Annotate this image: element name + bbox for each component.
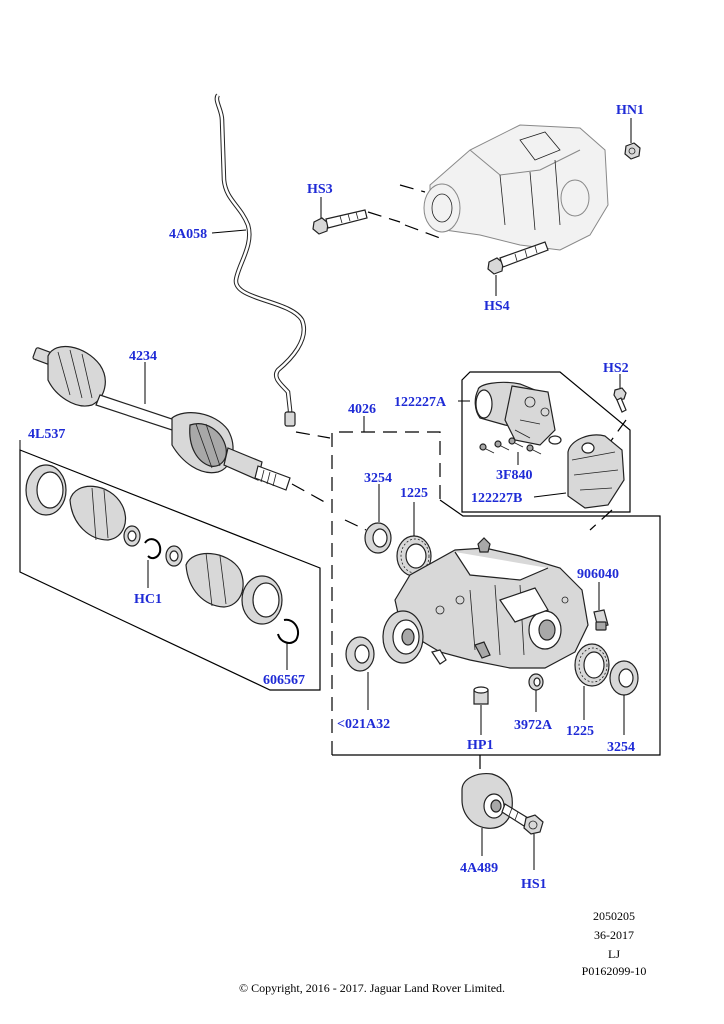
boot-kit-parts [25, 464, 300, 644]
seal-3254-top [364, 522, 392, 554]
seal-021a32 [345, 636, 375, 672]
reference-block: 2050205 36-2017 LJ P0162099-10 [582, 909, 647, 978]
halfshaft-4234 [32, 345, 291, 491]
plug-hp1 [473, 686, 489, 705]
label-1225-top[interactable]: 1225 [400, 486, 428, 501]
sensor-906040 [593, 609, 609, 631]
mount-4a489 [461, 773, 513, 829]
hn1-nut [624, 142, 641, 160]
label-4026[interactable]: 4026 [348, 402, 376, 417]
reference-line-2: 36-2017 [594, 928, 634, 942]
label-122227a[interactable]: 122227A [394, 395, 447, 410]
seal-3254-bottom [609, 660, 639, 696]
boot-kit-box [19, 449, 321, 691]
differential-housing [382, 537, 589, 669]
reference-line-4: P0162099-10 [582, 964, 647, 978]
differential-kit-box-dashed [331, 431, 441, 755]
label-4234[interactable]: 4234 [129, 349, 157, 364]
rear-differential-ghost [399, 124, 609, 251]
differential-kit-box [332, 499, 661, 756]
bearing-1225-bottom [574, 643, 610, 687]
label-hs1[interactable]: HS1 [521, 877, 547, 892]
actuator-screws [479, 435, 562, 455]
label-hn1[interactable]: HN1 [616, 103, 644, 118]
breather-hose-4a058 [214, 93, 306, 427]
label-hs2[interactable]: HS2 [603, 361, 629, 376]
actuator-cover [567, 434, 625, 509]
label-021a32[interactable]: <021A32 [337, 717, 390, 732]
label-606567[interactable]: 606567 [263, 673, 305, 688]
label-hc1[interactable]: HC1 [134, 592, 162, 607]
label-3972a[interactable]: 3972A [514, 718, 553, 733]
label-3254-top[interactable]: 3254 [364, 471, 392, 486]
copyright-notice: © Copyright, 2016 - 2017. Jaguar Land Ro… [239, 981, 505, 995]
hs2-screw [613, 387, 627, 413]
actuator-motor [474, 381, 556, 446]
hs3-bolt [312, 209, 368, 235]
label-hs4[interactable]: HS4 [484, 299, 510, 314]
label-3254-bottom[interactable]: 3254 [607, 740, 635, 755]
label-3f840[interactable]: 3F840 [496, 468, 533, 483]
label-906040[interactable]: 906040 [577, 567, 619, 582]
actuator-kit-box [461, 371, 631, 513]
part-3972a [528, 673, 544, 691]
label-4a489[interactable]: 4A489 [460, 861, 498, 876]
label-122227b[interactable]: 122227B [471, 491, 522, 506]
label-hs3[interactable]: HS3 [307, 182, 333, 197]
label-1225-bottom[interactable]: 1225 [566, 724, 594, 739]
label-hp1[interactable]: HP1 [467, 738, 493, 753]
label-4a058[interactable]: 4A058 [169, 227, 207, 242]
reference-line-1: 2050205 [593, 909, 635, 923]
bolt-hs1 [501, 803, 544, 835]
bearing-1225-top [396, 535, 432, 577]
label-4l537[interactable]: 4L537 [28, 427, 65, 442]
reference-line-3: LJ [608, 947, 620, 961]
hs4-bolt [487, 241, 549, 275]
